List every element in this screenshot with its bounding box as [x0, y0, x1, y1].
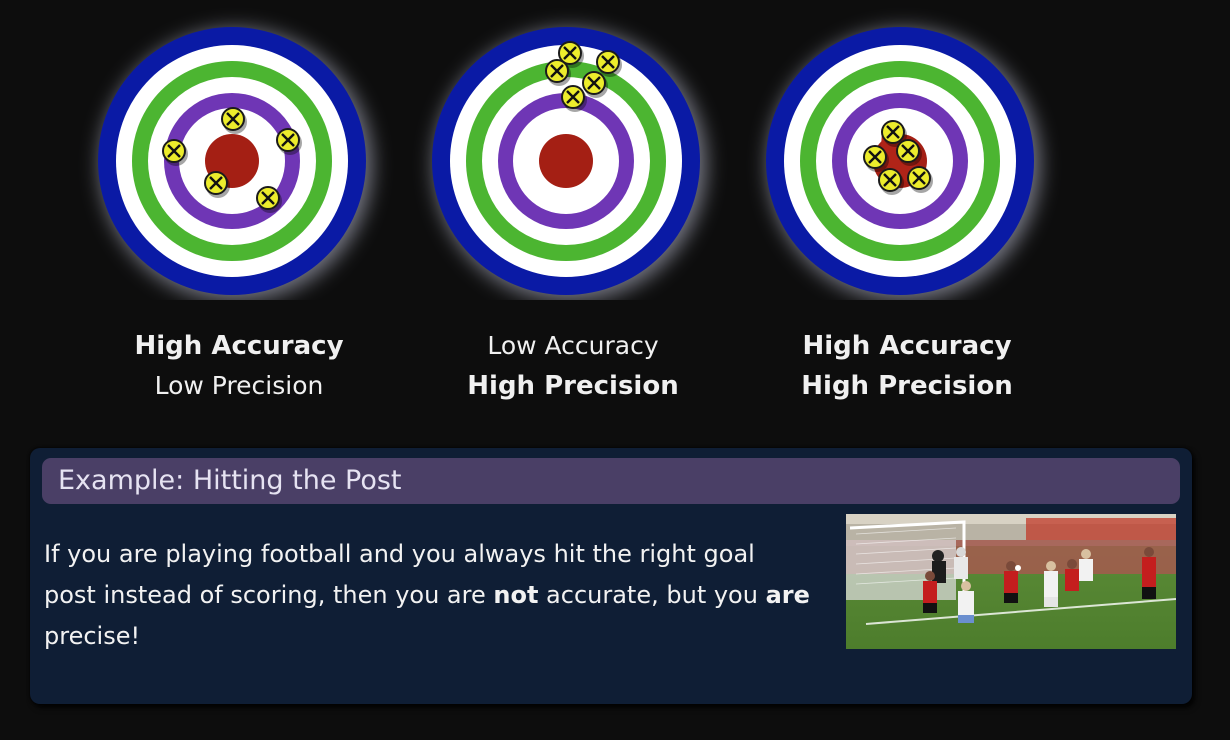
target-3-shot-1	[881, 120, 907, 147]
example-text-part1: If you are playing football and you alwa…	[44, 540, 755, 609]
caption-1-precision: Low Precision	[154, 371, 324, 400]
example-text-part2: accurate, but you	[538, 581, 766, 609]
target-2-shot-1	[558, 41, 584, 68]
targets-area	[0, 0, 1230, 300]
target-1-shot-2	[162, 139, 188, 166]
example-panel: Example: Hitting the Post If you are pla…	[30, 448, 1192, 704]
target-1-board	[98, 27, 372, 300]
example-text-bold-not: not	[493, 581, 539, 609]
football-goal-photo	[846, 514, 1176, 649]
target-3-shot-3	[863, 145, 889, 172]
caption-target-2: Low Accuracy High Precision	[423, 326, 723, 406]
players	[923, 547, 1156, 623]
caption-1-accuracy: High Accuracy	[134, 331, 344, 361]
example-header: Example: Hitting the Post	[42, 458, 1180, 504]
example-title: Example: Hitting the Post	[58, 465, 402, 496]
target-1-shot-4	[204, 171, 230, 198]
example-text-part3: precise!	[44, 622, 141, 650]
caption-target-1: High Accuracy Low Precision	[89, 326, 389, 406]
targets-svg	[98, 27, 1040, 300]
target-2-board	[432, 27, 706, 300]
target-2-shot-5	[561, 85, 587, 112]
target-1-shot-3	[276, 128, 302, 155]
target-2-shot-2	[596, 50, 622, 77]
caption-2-precision: High Precision	[467, 371, 679, 401]
target-2-shot-4	[582, 71, 608, 98]
example-text-bold-are: are	[765, 581, 810, 609]
target-3-board	[766, 27, 1040, 300]
target-1-shot-5	[256, 186, 282, 213]
caption-3-accuracy: High Accuracy	[802, 331, 1012, 361]
target-3-shot-5	[907, 166, 933, 193]
target-2-bullseye	[539, 134, 593, 188]
target-3-shot-2	[896, 139, 922, 166]
caption-2-accuracy: Low Accuracy	[487, 331, 659, 360]
caption-3-precision: High Precision	[801, 371, 1013, 401]
target-3-shot-4	[878, 168, 904, 195]
target-1-shot-1	[221, 107, 247, 134]
example-text: If you are playing football and you alwa…	[44, 534, 814, 657]
caption-target-3: High Accuracy High Precision	[757, 326, 1057, 406]
target-2-shot-3	[545, 59, 571, 86]
